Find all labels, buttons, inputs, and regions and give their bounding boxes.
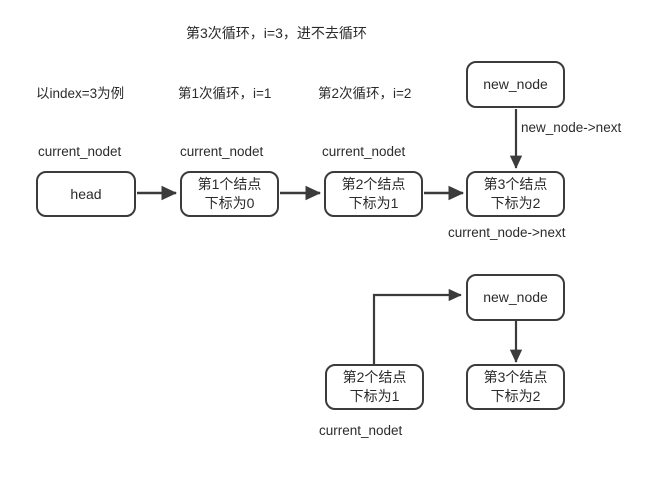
node-box-top-node1[interactable]: 第1个结点 下标为0: [180, 171, 279, 217]
node-box-head[interactable]: head: [36, 171, 136, 217]
node-box-top-node2[interactable]: 第2个结点 下标为1: [324, 171, 423, 217]
node-box-bottom-node3[interactable]: 第3个结点 下标为2: [466, 364, 565, 410]
pointer-label-current-node-1: current_nodet: [180, 144, 264, 159]
node-box-top-node3-line2: 下标为2: [490, 195, 541, 211]
node-box-top-node1-line2: 下标为0: [204, 195, 255, 211]
node-box-top-new-node-line1: new_node: [483, 76, 548, 93]
node-box-bottom-node2-line1: 第2个结点: [342, 369, 407, 386]
node-box-top-node2-line1: 第2个结点: [341, 176, 406, 193]
edge-label-current-node-next: current_node->next: [448, 225, 566, 240]
node-box-top-node2-line2: 下标为1: [348, 195, 399, 211]
pointer-label-current-node-bottom: current_nodet: [319, 423, 403, 438]
node-box-top-node3[interactable]: 第3个结点 下标为2: [466, 171, 565, 217]
diagram-title: 第3次循环，i=3，进不去循环: [186, 25, 367, 41]
node-box-bottom-new-node[interactable]: new_node: [466, 274, 565, 321]
node-box-bottom-node2[interactable]: 第2个结点 下标为1: [325, 364, 424, 410]
pointer-label-current-node-2: current_nodet: [322, 144, 406, 159]
node-box-head-line1: head: [70, 185, 102, 202]
node-box-bottom-new-node-line1: new_node: [483, 289, 548, 306]
node-box-top-node1-line1: 第1个结点: [197, 176, 262, 193]
node-box-bottom-node3-line2: 下标为2: [490, 388, 541, 404]
pointer-label-current-node-head: current_nodet: [38, 144, 122, 159]
edge-label-new-node-next: new_node->next: [521, 120, 622, 135]
node-box-top-new-node[interactable]: new_node: [466, 61, 565, 108]
stage-label-loop-1: 第1次循环，i=1: [178, 86, 272, 101]
stage-label-loop-2: 第2次循环，i=2: [318, 86, 412, 101]
node-box-bottom-node2-line2: 下标为1: [349, 388, 400, 404]
arrow-bottom-node2-to-newnode: [372, 288, 462, 364]
node-box-bottom-node3-line1: 第3个结点: [483, 369, 548, 386]
node-box-top-node3-line1: 第3个结点: [483, 176, 548, 193]
stage-label-index-example: 以index=3为例: [36, 86, 125, 101]
